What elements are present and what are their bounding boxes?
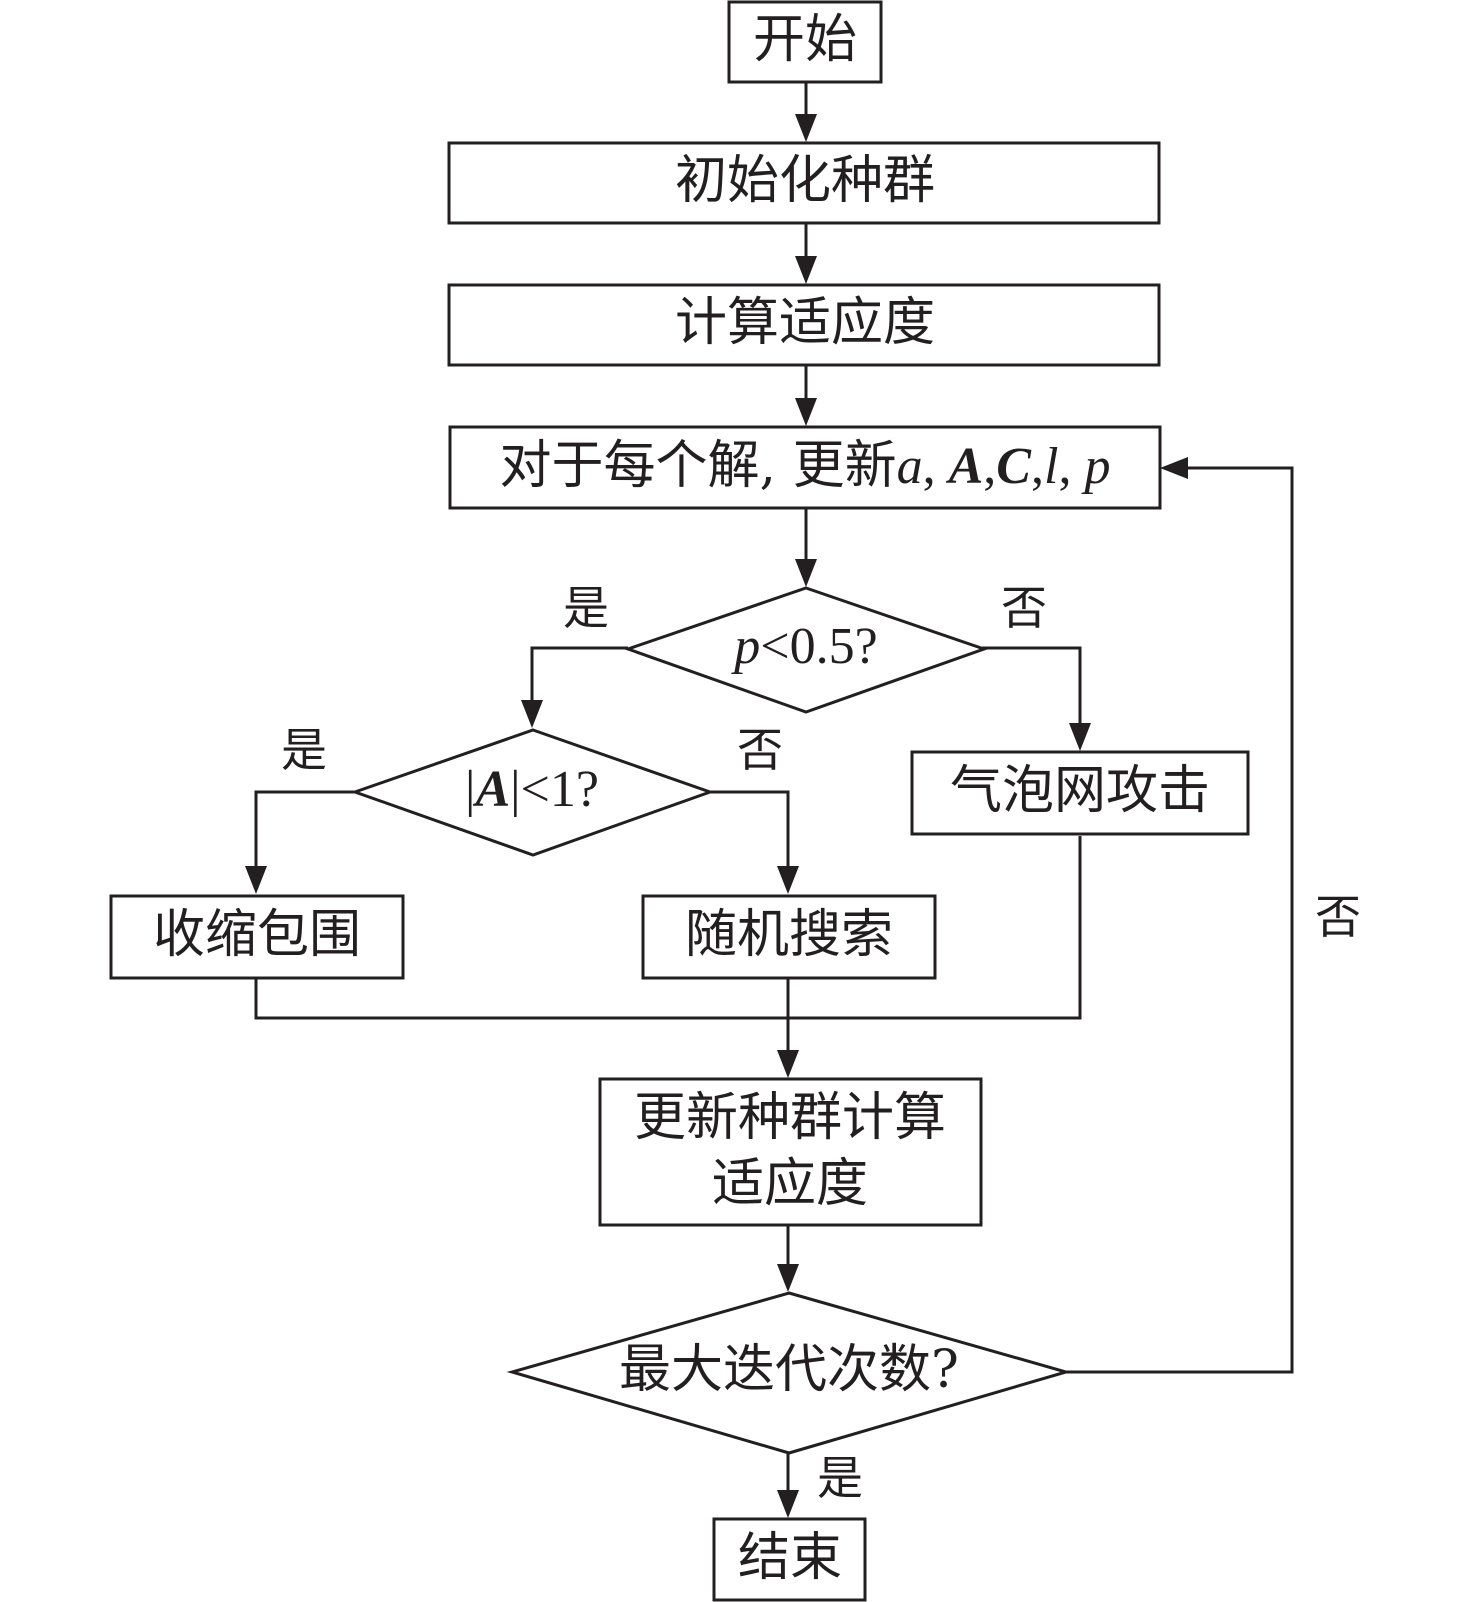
node-update-params-text: 对于每个解, 更新a, A,C,l, p [500, 436, 1111, 496]
arrowhead [521, 700, 543, 728]
node-bubble: 气泡网攻击 [910, 750, 1250, 836]
decision-iter: 最大迭代次数? [506, 1291, 1072, 1455]
var-p: p [1080, 438, 1110, 495]
decision-p-var: p [730, 618, 760, 675]
arrowhead [777, 1050, 799, 1078]
arrowhead [777, 866, 799, 894]
label-yes-p: 是 [563, 581, 609, 635]
arrowhead [795, 114, 817, 142]
arrowhead [795, 398, 817, 426]
connector-decision-A-yes [254, 790, 355, 872]
decision-p-rest: <0.5? [760, 618, 877, 675]
arrowhead [1160, 457, 1188, 479]
decision-A-bar: | [465, 761, 475, 818]
node-end-text: 结束 [738, 1528, 842, 1588]
node-start: 开始 [727, 0, 883, 84]
node-fitness-text: 计算适应度 [675, 293, 935, 353]
node-random-text: 随机搜索 [685, 905, 893, 965]
node-init-text: 初始化种群 [675, 151, 935, 211]
node-update-line1: 更新种群计算 [634, 1088, 946, 1148]
decision-p: p<0.5? [623, 586, 989, 714]
label-no-A: 否 [737, 723, 783, 777]
arrowhead [795, 256, 817, 284]
var-a: a [897, 438, 923, 495]
label-yes-iter: 是 [817, 1451, 863, 1505]
arrowhead [777, 1264, 799, 1292]
decision-A-rest: |<1? [510, 761, 599, 818]
node-init: 初始化种群 [447, 141, 1161, 225]
decision-A: |A|<1? [350, 728, 715, 857]
decision-iter-text: 最大迭代次数? [619, 1340, 959, 1400]
label-no-iter: 否 [1315, 890, 1361, 944]
connector-decision-p-no [982, 646, 1082, 729]
node-bubble-text: 气泡网攻击 [950, 761, 1210, 821]
arrowhead [777, 1490, 799, 1518]
connectors [254, 82, 1294, 1498]
decision-A-text: |A|<1? [465, 761, 599, 818]
node-random: 随机搜索 [641, 894, 937, 980]
arrowhead [1069, 723, 1091, 751]
label-no-p: 否 [1001, 581, 1047, 635]
label-yes-A: 是 [281, 723, 327, 777]
connector-iter-no-loop [1065, 466, 1294, 1374]
node-update-population: 更新种群计算 适应度 [598, 1077, 983, 1227]
decision-A-var: A [472, 761, 510, 818]
node-update-params: 对于每个解, 更新a, A,C,l, p [448, 425, 1162, 510]
connector-merge [254, 836, 1082, 1020]
node-update-line2: 适应度 [712, 1154, 868, 1214]
update-prefix: 对于每个解, 更新 [500, 436, 897, 496]
node-shrink: 收缩包围 [109, 894, 405, 980]
arrowhead [245, 866, 267, 894]
connector-decision-p-yes [530, 646, 628, 705]
node-fitness: 计算适应度 [447, 283, 1161, 367]
arrowhead [795, 559, 817, 587]
node-start-text: 开始 [753, 10, 857, 70]
node-shrink-text: 收缩包围 [153, 905, 361, 965]
arrowheads [245, 114, 1188, 1518]
var-l: l [1044, 438, 1058, 495]
node-end: 结束 [712, 1517, 867, 1602]
var-A: A [946, 438, 984, 495]
var-C: C [996, 438, 1032, 495]
decision-p-text: p<0.5? [730, 618, 877, 675]
connector-decision-A-no [710, 790, 790, 872]
